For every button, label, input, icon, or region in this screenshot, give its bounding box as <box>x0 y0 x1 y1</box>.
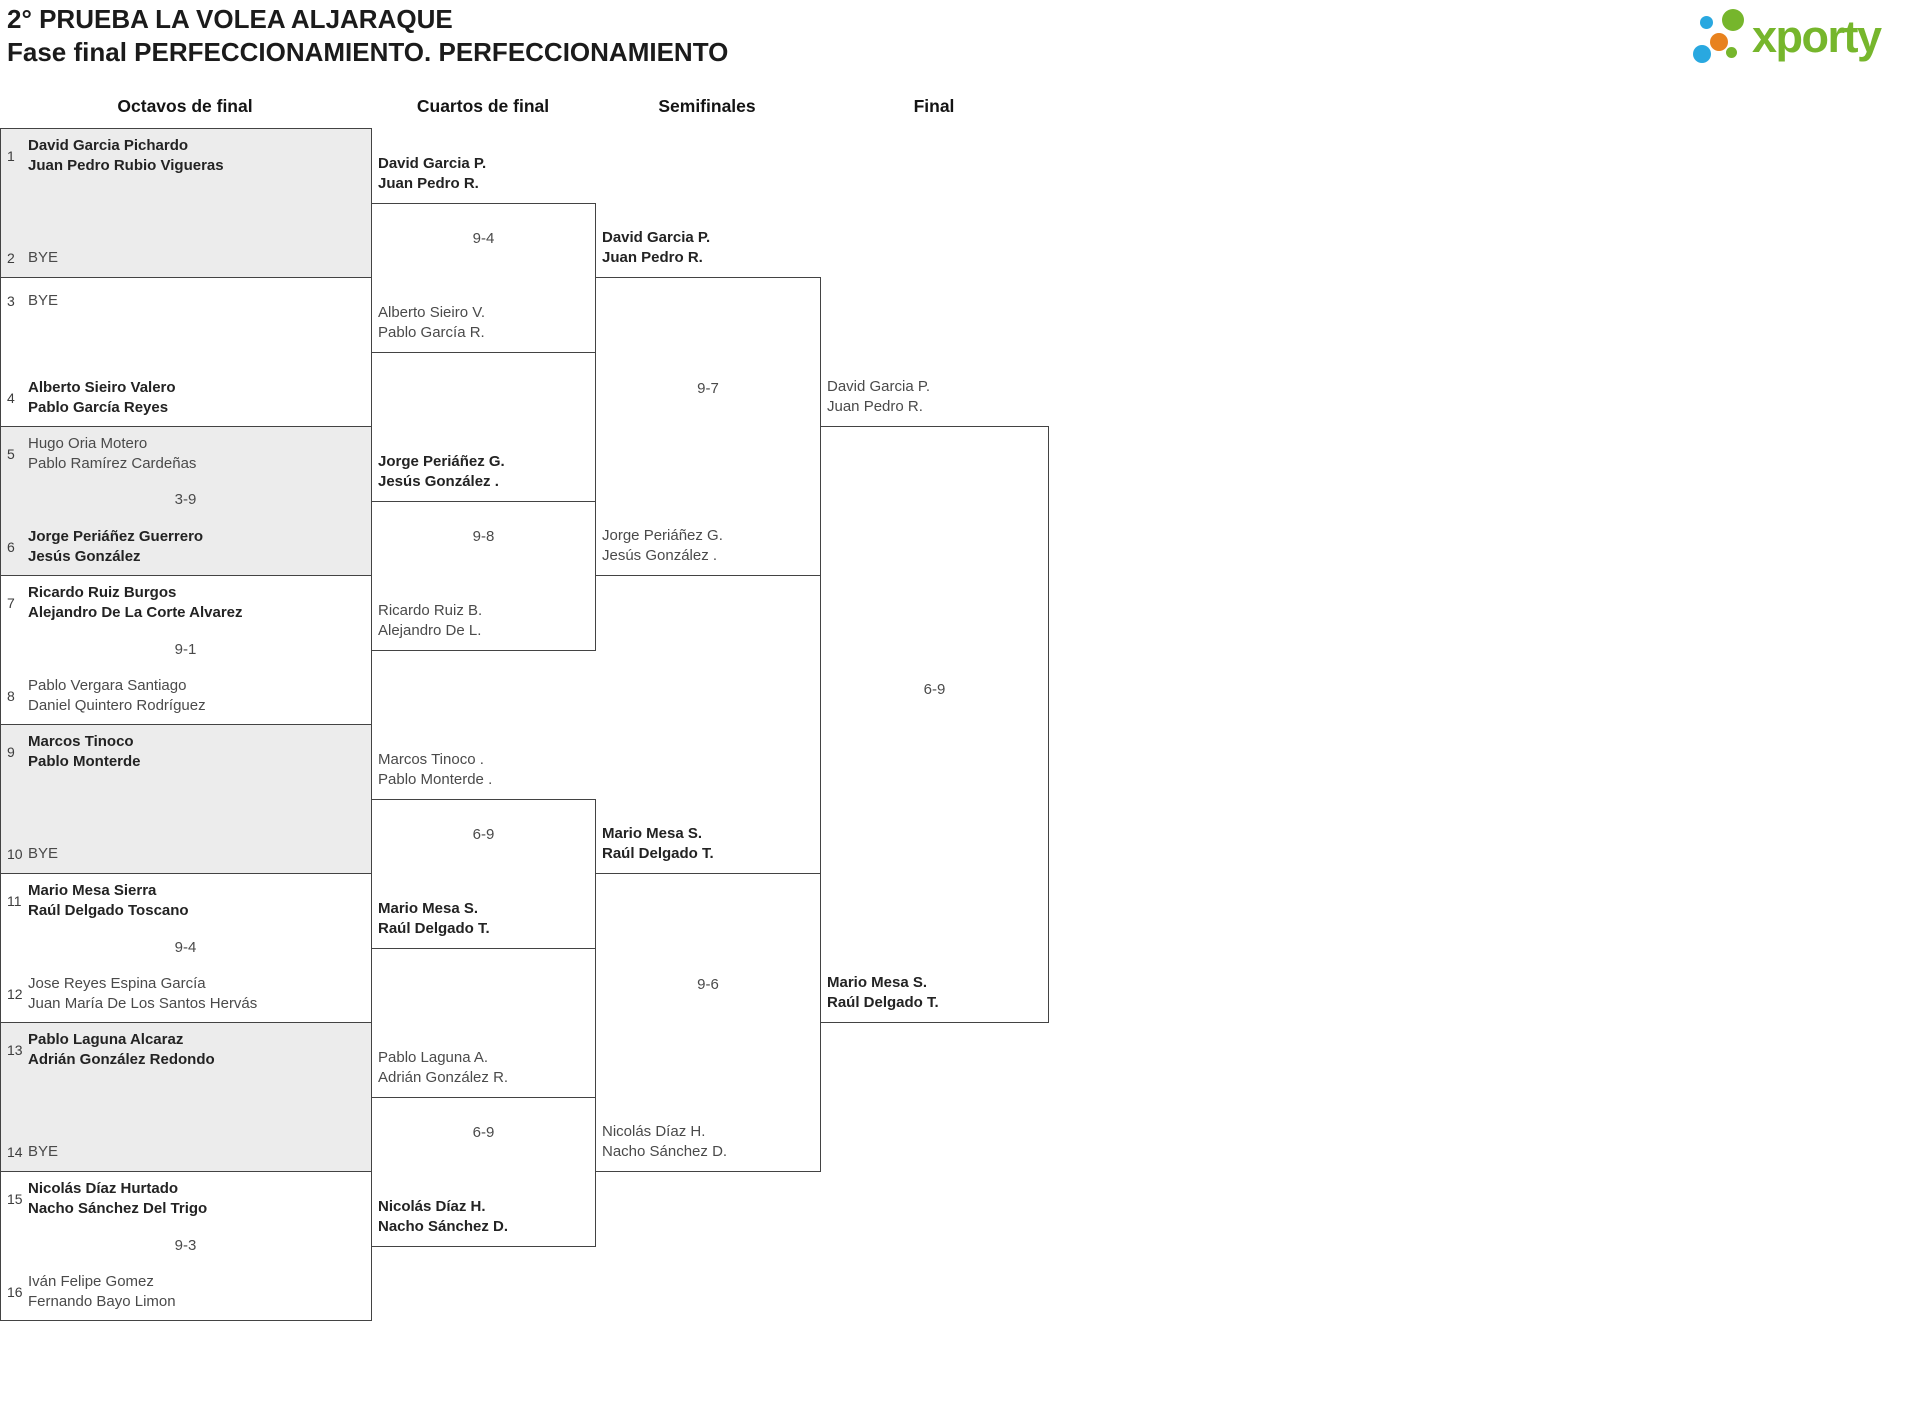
final-top-team: David Garcia P.Juan Pedro R. <box>827 378 931 415</box>
team-name: BYE <box>28 292 59 309</box>
match-score-qf-2: 9-8 <box>472 528 495 545</box>
seed-number: 5 <box>7 446 15 462</box>
seed-number: 1 <box>7 148 15 164</box>
match-score-r16-6: 9-4 <box>174 939 197 956</box>
match-box-r16-5 <box>0 724 372 874</box>
logo-dot-orange <box>1710 33 1728 51</box>
seed-number: 3 <box>7 293 15 309</box>
sf1-top-team: David Garcia P.Juan Pedro R. <box>602 229 711 266</box>
qf2-top-team: Jorge Periáñez G.Jesús González . <box>378 453 505 490</box>
qf1-top-team: David Garcia P.Juan Pedro R. <box>378 155 487 192</box>
match-score-r16-3: 3-9 <box>174 491 197 508</box>
match-box-qf-2 <box>371 501 596 651</box>
final-bottom-team: Mario Mesa S.Raúl Delgado T. <box>827 974 939 1011</box>
logo-dot-green-small <box>1726 47 1737 58</box>
qf2-bottom-team: Ricardo Ruiz B.Alejandro De L. <box>378 602 483 639</box>
logo-dot-blue-medium <box>1693 45 1711 63</box>
sf1-bottom-team: Jorge Periáñez G.Jesús González . <box>602 527 723 564</box>
r16-entry-14: 14 BYE <box>0 1142 58 1162</box>
seed-number: 2 <box>7 250 15 266</box>
sf2-bottom-team: Nicolás Díaz H.Nacho Sánchez D. <box>602 1123 728 1160</box>
seed-number: 12 <box>7 986 23 1002</box>
match-score-qf-3: 6-9 <box>472 826 495 843</box>
qf1-bottom-team: Alberto Sieiro V.Pablo García R. <box>378 304 486 341</box>
tournament-title: 2° PRUEBA LA VOLEA ALJARAQUE <box>7 4 453 34</box>
seed-number: 14 <box>7 1144 23 1160</box>
match-box-r16-3 <box>0 426 372 576</box>
seed-number: 11 <box>7 893 22 909</box>
match-score-qf-4: 6-9 <box>472 1124 495 1141</box>
r16-entry-2: 2 BYE <box>0 248 58 268</box>
seed-number: 15 <box>7 1191 23 1207</box>
round-header-cuartos: Cuartos de final <box>416 96 550 116</box>
round-header-semifinales: Semifinales <box>658 96 756 116</box>
team-name: BYE <box>28 249 59 266</box>
match-score-qf-1: 9-4 <box>472 230 495 247</box>
seed-number: 8 <box>7 688 15 704</box>
team-name: BYE <box>28 1143 59 1160</box>
qf4-top-team: Pablo Laguna A.Adrián González R. <box>378 1049 509 1086</box>
qf3-bottom-team: Mario Mesa S.Raúl Delgado T. <box>378 900 490 937</box>
seed-number: 16 <box>7 1284 23 1300</box>
match-score-sf-1: 9-7 <box>697 380 719 397</box>
round-header-octavos: Octavos de final <box>117 96 253 116</box>
r16-entry-10: 10 BYE <box>0 844 58 864</box>
seed-number: 4 <box>7 390 15 406</box>
logo-dot-blue-small <box>1700 16 1713 29</box>
qf3-top-team: Marcos Tinoco .Pablo Monterde . <box>378 751 493 788</box>
seed-number: 9 <box>7 744 15 760</box>
round-header-final: Final <box>913 96 955 116</box>
logo-dot-green-large <box>1722 9 1744 31</box>
seed-number: 13 <box>7 1042 23 1058</box>
match-score-sf-2: 9-6 <box>697 976 719 993</box>
phase-subtitle: Fase final PERFECCIONAMIENTO. PERFECCION… <box>7 37 729 67</box>
qf4-bottom-team: Nicolás Díaz H.Nacho Sánchez D. <box>378 1198 509 1235</box>
match-box-qf-4 <box>371 1097 596 1247</box>
match-score-r16-8: 9-3 <box>174 1237 197 1254</box>
seed-number: 6 <box>7 539 15 555</box>
match-box-r16-7 <box>0 1022 372 1172</box>
match-box-final <box>820 426 1049 1023</box>
seed-number: 10 <box>7 846 23 862</box>
logo-wordmark: xporty <box>1752 11 1882 62</box>
sf2-top-team: Mario Mesa S.Raúl Delgado T. <box>602 825 714 862</box>
team-name: BYE <box>28 845 59 862</box>
match-score-r16-4: 9-1 <box>174 641 197 658</box>
r16-entry-3: 3 BYE <box>0 291 58 311</box>
seed-number: 7 <box>7 595 15 611</box>
match-score-final: 6-9 <box>923 681 946 698</box>
